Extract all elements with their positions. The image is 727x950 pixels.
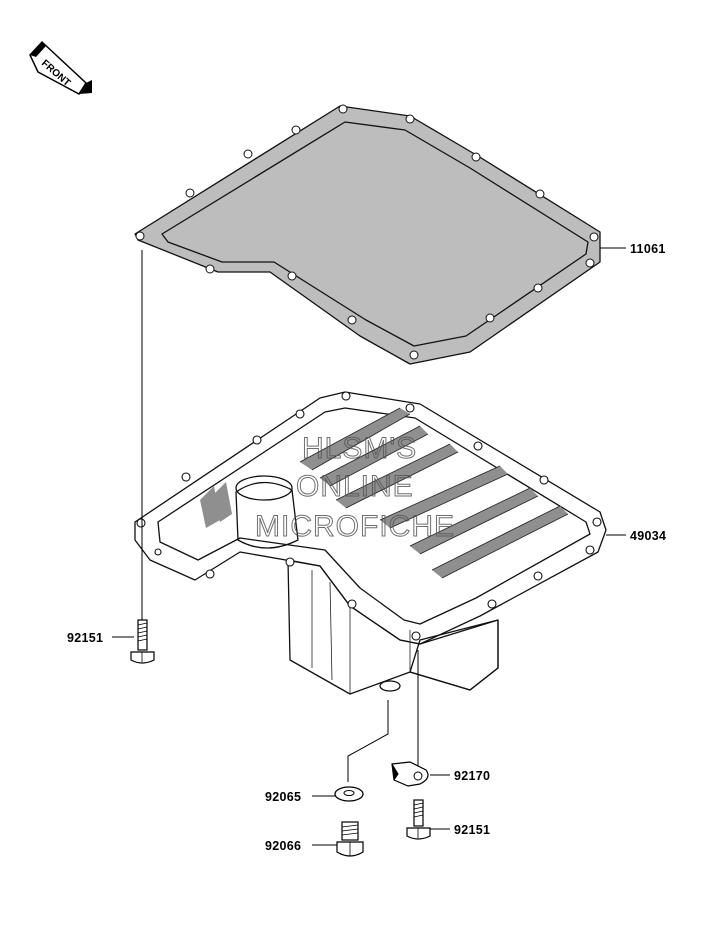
- washer: [334, 786, 364, 802]
- bolt-right: [406, 799, 431, 840]
- drain-plug: [336, 821, 364, 857]
- part-number-oil-pan: 49034: [630, 529, 666, 543]
- part-number-gasket: 11061: [630, 242, 666, 256]
- watermark-line-2: ONLINE: [296, 470, 414, 503]
- oil-pan-gasket: [134, 104, 601, 365]
- part-number-bolt-left: 92151: [67, 631, 103, 645]
- part-number-drain-plug: 92066: [265, 839, 301, 853]
- clamp: [391, 761, 429, 787]
- front-arrow-icon: FRONT: [29, 40, 92, 95]
- watermark: HLSM'S ONLINE MICROFICHE: [255, 432, 455, 544]
- part-number-clamp: 92170: [454, 769, 490, 783]
- watermark-line-3: MICROFICHE: [255, 510, 455, 543]
- bolt-left: [130, 619, 155, 664]
- part-number-washer: 92065: [265, 790, 301, 804]
- watermark-line-1: HLSM'S: [302, 432, 417, 465]
- oil-pan: [134, 391, 607, 695]
- leader-lines: [112, 247, 626, 846]
- part-number-bolt-right: 92151: [454, 823, 490, 837]
